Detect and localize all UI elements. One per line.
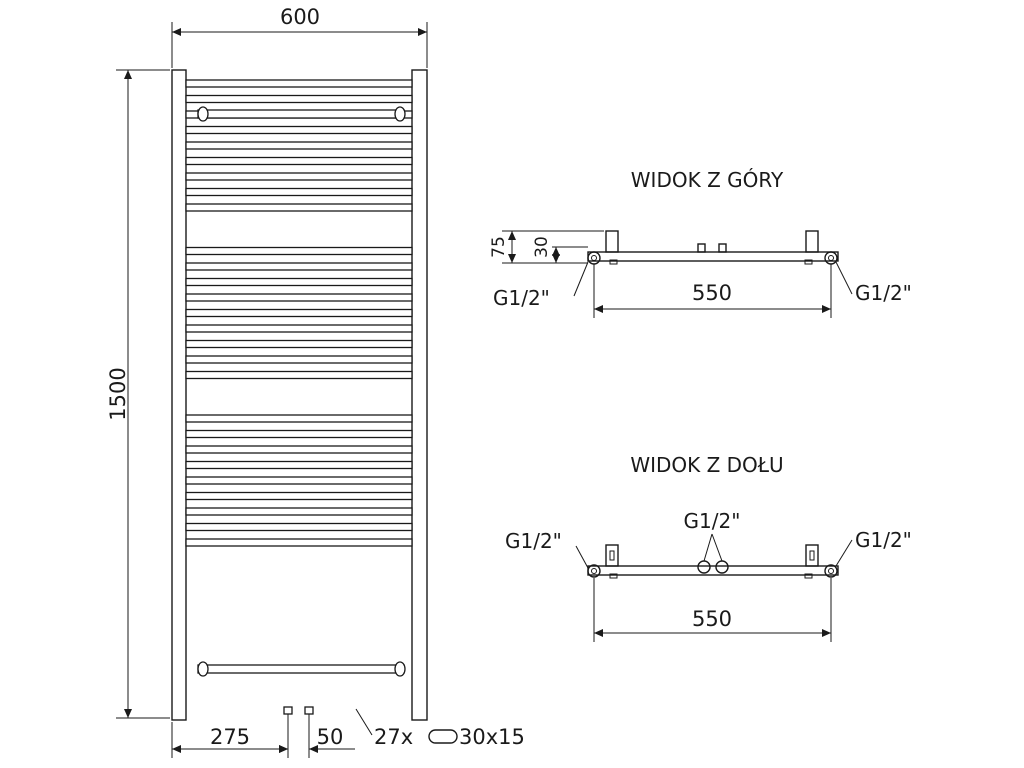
height-dimension: 1500: [106, 69, 170, 719]
heating-bar: [185, 246, 413, 256]
heating-bar: [185, 94, 413, 104]
heating-bar: [185, 262, 413, 271]
right-column: [411, 69, 428, 721]
pipe-spacing-label: 50: [317, 725, 344, 749]
left-column: [171, 69, 187, 721]
heating-bar: [185, 445, 413, 454]
heating-bar: [185, 522, 413, 532]
heating-bar: [185, 460, 413, 470]
bar-profile-label: 30x15: [459, 725, 525, 749]
top-pipe-depth-label: 30: [532, 236, 552, 258]
bar-count-label: 27x: [374, 725, 413, 749]
mounting-bracket-bottom: [197, 661, 406, 677]
heating-bar: [185, 370, 413, 380]
bottom-dimensions: 275 50: [171, 722, 355, 758]
bar-specification: 27x 30x15: [355, 708, 525, 749]
bottom-width-dimension: 550: [593, 578, 832, 642]
top-width-dimension: 550: [593, 264, 832, 318]
top-depth-label: 75: [489, 236, 509, 258]
depth-dimensions: 75 30: [489, 230, 604, 264]
height-label: 1500: [106, 367, 130, 420]
bottom-left-wall-bracket: [605, 544, 619, 567]
heating-bar: [185, 476, 413, 485]
mounting-bracket-top: [197, 106, 406, 122]
bottom-right-connection-label: G1/2": [855, 528, 912, 552]
front-view: 600 1500 275 50 27x 30x15: [106, 5, 525, 758]
heating-bar: [185, 339, 413, 349]
bottom-view: WIDOK Z DOŁU G1/2" G1/2" G1/2" 550: [505, 453, 912, 642]
heating-bar: [185, 324, 413, 333]
centre-connection-left: [697, 560, 711, 574]
top-view-title: WIDOK Z GÓRY: [631, 168, 784, 192]
heating-bar: [185, 491, 413, 501]
heating-bar: [185, 156, 413, 166]
left-fitting: [587, 251, 601, 265]
heating-bar: [185, 125, 413, 135]
heating-bar: [185, 538, 413, 547]
bottom-view-body: [587, 565, 839, 576]
bottom-left-connection-label: G1/2": [505, 529, 562, 553]
top-left-connection-label: G1/2": [493, 286, 550, 310]
heating-bar: [185, 429, 413, 439]
heating-bar: [185, 308, 413, 318]
top-width-label: 550: [692, 281, 732, 305]
bottom-view-title: WIDOK Z DOŁU: [630, 453, 783, 477]
bottom-pipe-connectors: [283, 706, 314, 758]
heating-bar: [185, 277, 413, 287]
right-wall-bracket: [805, 230, 819, 253]
right-fitting: [824, 251, 838, 265]
bottom-right-wall-bracket: [805, 544, 819, 567]
top-right-connection-label: G1/2": [855, 281, 912, 305]
heating-bar: [185, 355, 413, 364]
heating-bar: [185, 293, 413, 302]
bottom-width-label: 550: [692, 607, 732, 631]
left-offset-label: 275: [210, 725, 250, 749]
oval-profile-icon: [428, 729, 458, 744]
heating-bar: [185, 507, 413, 516]
bottom-right-fitting: [824, 564, 838, 578]
bottom-left-fitting: [587, 564, 601, 578]
heating-bars: [185, 79, 413, 547]
heating-bar: [185, 414, 413, 423]
left-wall-bracket: [605, 230, 619, 253]
heating-bar: [185, 172, 413, 181]
top-view: WIDOK Z GÓRY 75 30 G1/2" G1/2": [489, 168, 912, 318]
heating-bar: [185, 141, 413, 150]
centre-connection-right: [715, 560, 729, 574]
heating-bar: [185, 79, 413, 88]
top-view-body: [587, 251, 839, 262]
heating-bar: [185, 187, 413, 197]
bottom-centre-connection-label: G1/2": [684, 509, 741, 533]
heating-bar: [185, 203, 413, 212]
width-label: 600: [280, 5, 320, 29]
width-dimension: 600: [171, 5, 428, 68]
